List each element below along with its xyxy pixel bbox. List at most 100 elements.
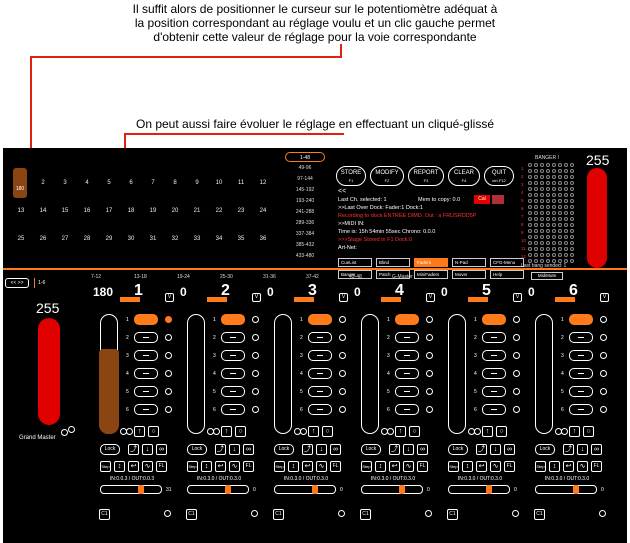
dmx-cell[interactable] (540, 223, 544, 227)
preset-button[interactable] (134, 350, 158, 361)
down-arrow-icon[interactable]: ↓ (142, 444, 153, 455)
return-icon[interactable]: ↩ (215, 461, 226, 472)
fader-fill[interactable] (99, 349, 119, 434)
dmx-cell[interactable] (540, 175, 544, 179)
preset-indicator[interactable] (339, 370, 346, 377)
dmx-cell[interactable] (564, 169, 568, 173)
dmx-cell[interactable] (546, 187, 550, 191)
dmx-cell[interactable] (540, 259, 544, 263)
preset-indicator[interactable] (513, 406, 520, 413)
bank-button[interactable]: 241-288 (295, 209, 315, 215)
cal-button[interactable]: Cal (474, 195, 490, 204)
gm-knob[interactable] (68, 426, 75, 433)
v-button[interactable]: V (165, 293, 174, 302)
fader-knob[interactable] (561, 428, 568, 435)
preset-button[interactable] (395, 386, 419, 397)
preset-button[interactable] (395, 350, 419, 361)
lock-button[interactable]: Lock (274, 444, 294, 455)
preset-button[interactable] (308, 332, 332, 343)
dmx-cell[interactable] (564, 181, 568, 185)
dmx-cell[interactable] (528, 193, 532, 197)
return-icon[interactable]: ↩ (563, 461, 574, 472)
time-slider-knob[interactable] (312, 485, 318, 494)
dmx-cell[interactable] (564, 229, 568, 233)
preset-button[interactable] (134, 386, 158, 397)
fader-bottom-dot[interactable] (599, 510, 606, 517)
fader-range-tab[interactable]: 43-48 (349, 274, 362, 280)
circle-icon[interactable]: ○ (322, 426, 333, 437)
channel-cell[interactable]: 34 (215, 236, 223, 242)
dmx-cell[interactable] (558, 223, 562, 227)
time-slider[interactable] (274, 485, 336, 494)
channel-cell[interactable]: 28 (83, 236, 91, 242)
preset-button[interactable] (569, 368, 593, 379)
dmx-cell[interactable] (552, 175, 556, 179)
fader-knob[interactable] (213, 428, 220, 435)
updown-icon[interactable]: ↕ (549, 461, 560, 472)
fader-range-tab[interactable]: 31-36 (263, 274, 276, 280)
menu-button[interactable]: Mover (452, 270, 486, 279)
fader-knob[interactable] (474, 428, 481, 435)
preset-button[interactable] (134, 332, 158, 343)
channel-cell[interactable]: 6 (129, 180, 133, 186)
wave-icon[interactable]: ∿ (229, 461, 240, 472)
preset-button[interactable] (308, 368, 332, 379)
channel-cell[interactable]: 19 (149, 208, 157, 214)
dmx-cell[interactable] (558, 235, 562, 239)
preset-button[interactable] (569, 314, 593, 325)
preset-indicator[interactable] (600, 370, 607, 377)
fader-range-tab[interactable]: 37-42 (306, 274, 319, 280)
dmx-cell[interactable] (570, 217, 574, 221)
right-fader[interactable] (587, 168, 607, 268)
dmx-cell[interactable] (546, 175, 550, 179)
dmx-cell[interactable] (552, 193, 556, 197)
bank-button[interactable]: 289-336 (295, 220, 315, 226)
dmx-cell[interactable] (570, 223, 574, 227)
dmx-cell[interactable] (564, 163, 568, 167)
dmx-cell[interactable] (570, 259, 574, 263)
c1-button[interactable]: C1 (273, 509, 284, 520)
fader-bottom-dot[interactable] (251, 510, 258, 517)
loop-icon[interactable]: ∞ (417, 444, 428, 455)
dmx-cell[interactable] (528, 235, 532, 239)
lock-button[interactable]: Lock (535, 444, 555, 455)
dmx-cell[interactable] (528, 223, 532, 227)
channel-cell[interactable]: 16 (83, 208, 91, 214)
dmx-cell[interactable] (528, 163, 532, 167)
preset-indicator[interactable] (426, 334, 433, 341)
preset-indicator[interactable] (426, 370, 433, 377)
dmx-cell[interactable] (546, 241, 550, 245)
dmx-cell[interactable] (564, 223, 568, 227)
fader-slot[interactable] (535, 314, 553, 434)
loop-icon[interactable]: ∞ (330, 444, 341, 455)
preset-indicator[interactable] (165, 352, 172, 359)
channel-cell[interactable]: 9 (195, 180, 199, 186)
dmx-cell[interactable] (570, 247, 574, 251)
updown-icon[interactable]: ↕ (288, 461, 299, 472)
dmx-cell[interactable] (540, 241, 544, 245)
bank-button[interactable]: 385-432 (295, 242, 315, 248)
loop-icon[interactable]: ∞ (591, 444, 602, 455)
dmx-cell[interactable] (534, 253, 538, 257)
fader-range-tab[interactable]: 13-18 (134, 274, 147, 280)
channel-cell[interactable]: 36 (259, 236, 267, 242)
channel-cell[interactable]: 26 (39, 236, 47, 242)
dmx-cell[interactable] (528, 247, 532, 251)
dmx-cell[interactable] (552, 259, 556, 263)
bank-button[interactable]: 97-144 (297, 176, 313, 182)
dmx-cell[interactable] (552, 211, 556, 215)
bank-button[interactable]: 337-384 (295, 231, 315, 237)
preset-indicator[interactable] (165, 370, 172, 377)
return-icon[interactable]: ↩ (302, 461, 313, 472)
down-arrow-icon[interactable]: ↓ (316, 444, 327, 455)
return-icon[interactable]: ↩ (128, 461, 139, 472)
preset-indicator[interactable] (252, 316, 259, 323)
dmx-cell[interactable] (564, 175, 568, 179)
dmx-cell[interactable] (540, 229, 544, 233)
preset-indicator[interactable] (513, 370, 520, 377)
dmx-cell[interactable] (540, 193, 544, 197)
preset-indicator[interactable] (600, 388, 607, 395)
preset-indicator[interactable] (165, 406, 172, 413)
preset-button[interactable] (221, 332, 245, 343)
